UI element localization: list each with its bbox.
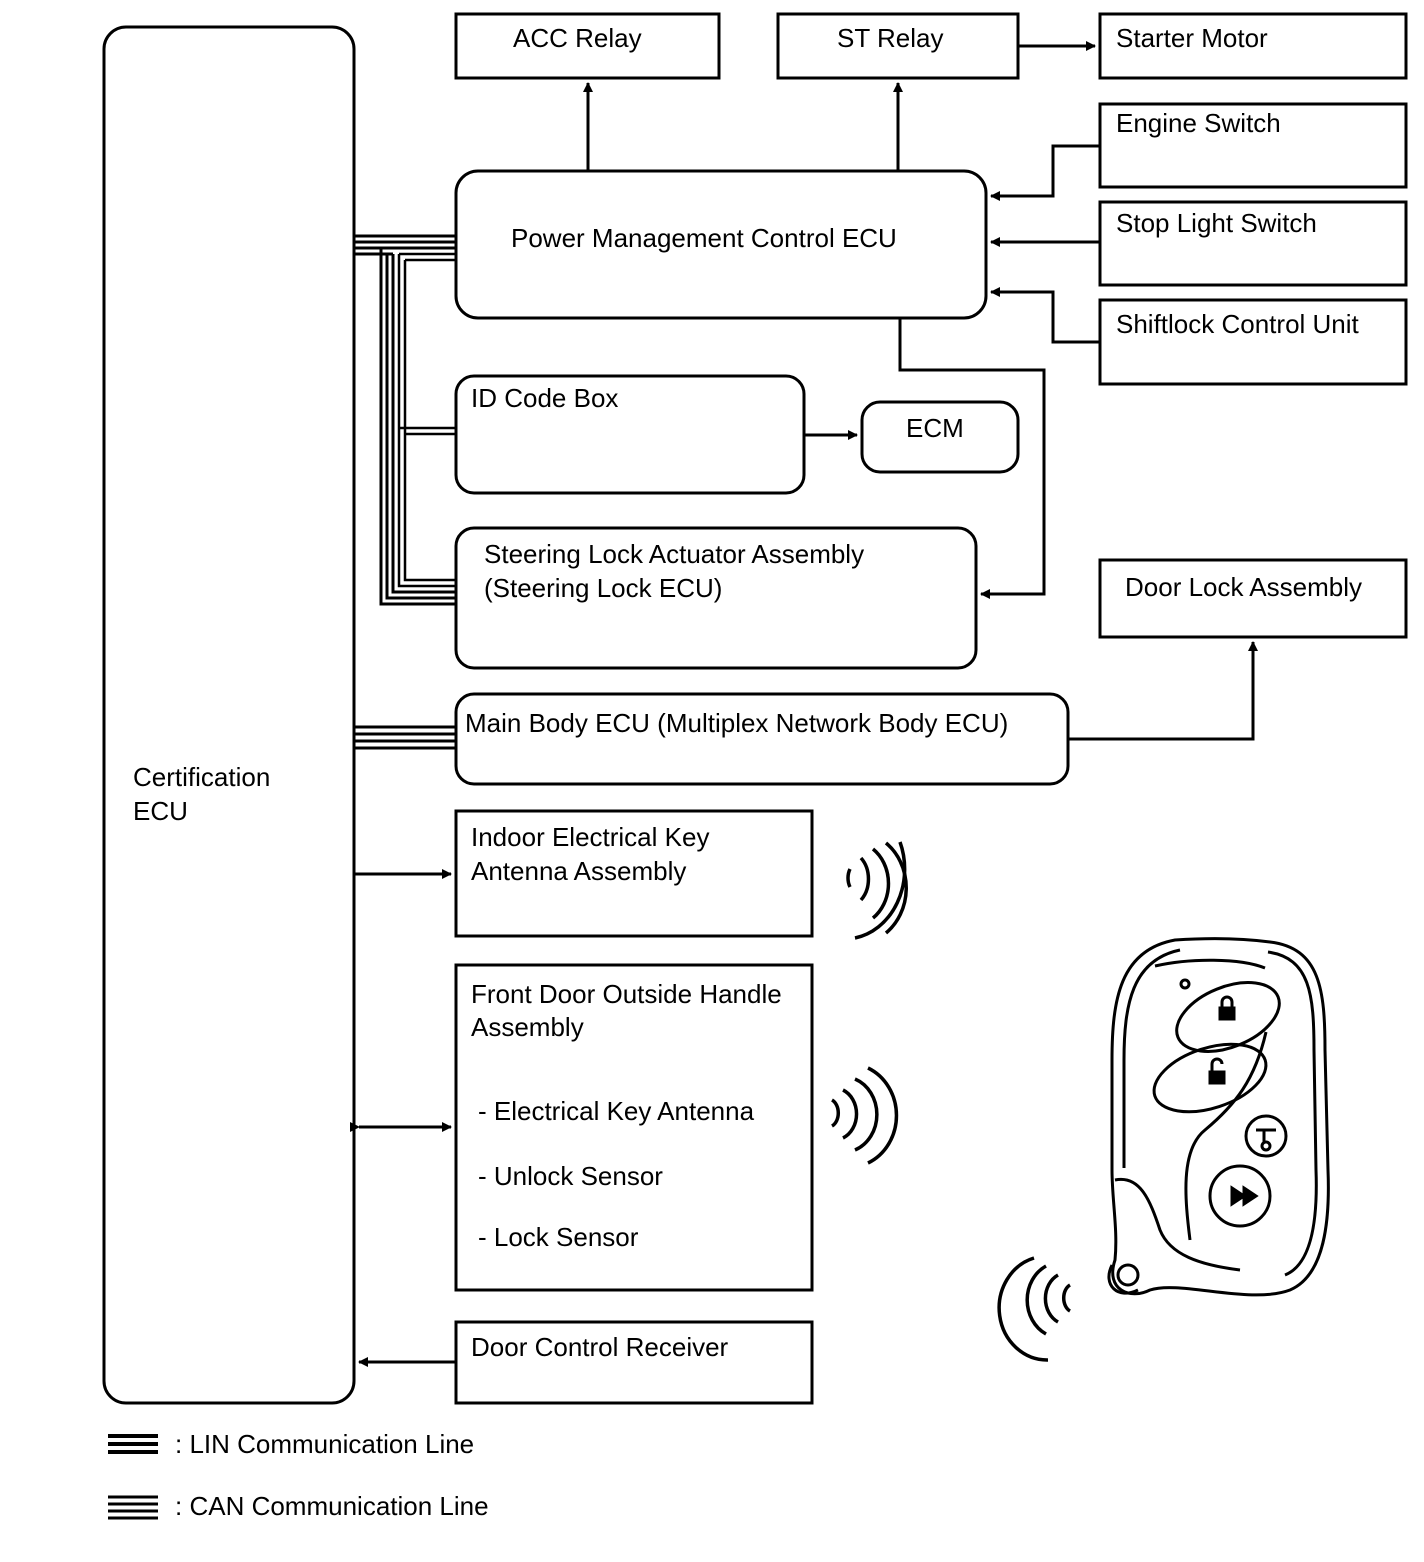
steering-lock-label-line1: Steering Lock Actuator Assembly xyxy=(484,539,864,569)
st-relay-label: ST Relay xyxy=(837,23,943,53)
ecm-box: ECM xyxy=(860,400,1020,474)
pm-to-steering-lock-arrow xyxy=(898,318,1046,599)
steering-lock-label-line2: (Steering Lock ECU) xyxy=(484,573,722,603)
stop-light-switch-label: Stop Light Switch xyxy=(1116,208,1317,238)
key-fob-waves-icon xyxy=(997,1256,1072,1362)
shiftlock-control-unit-label: Shiftlock Control Unit xyxy=(1116,309,1360,339)
engine-switch-box: Engine Switch xyxy=(1098,102,1408,189)
lin-bus-lines xyxy=(354,234,456,606)
connection-lines xyxy=(350,41,1258,1367)
front-door-handle-box: Front Door Outside Handle Assembly - Ele… xyxy=(454,963,814,1292)
front-door-item-lock-sensor: - Lock Sensor xyxy=(478,1222,639,1252)
main-body-ecu-box: Main Body ECU (Multiplex Network Body EC… xyxy=(454,692,1070,786)
legend: : LIN Communication Line : CAN Communica… xyxy=(108,1429,489,1521)
certification-ecu: Certification ECU xyxy=(102,25,356,1405)
acc-relay-box: ACC Relay xyxy=(454,12,721,80)
indoor-key-antenna-box: Indoor Electrical Key Antenna Assembly xyxy=(454,809,814,938)
steering-lock-box: Steering Lock Actuator Assembly (Steerin… xyxy=(454,526,978,670)
lin-legend-label: : LIN Communication Line xyxy=(175,1429,474,1459)
lin-legend-symbol xyxy=(108,1434,158,1454)
can-legend-symbol xyxy=(108,1495,158,1520)
starter-motor-label: Starter Motor xyxy=(1116,23,1268,53)
stop-light-switch-box: Stop Light Switch xyxy=(1098,200,1408,287)
certification-ecu-label-line1: Certification xyxy=(133,762,270,792)
front-door-waves-icon xyxy=(830,1066,899,1165)
st-relay-box: ST Relay xyxy=(776,12,1020,80)
engine-switch-label: Engine Switch xyxy=(1116,108,1281,138)
door-control-receiver-box: Door Control Receiver xyxy=(454,1320,814,1405)
indoor-key-antenna-label-line2: Antenna Assembly xyxy=(471,856,686,886)
can-bus-lines xyxy=(397,252,456,588)
engine-switch-to-pm-arrow xyxy=(990,144,1100,201)
starter-motor-box: Starter Motor xyxy=(1098,12,1408,80)
main-body-bus-lines xyxy=(354,725,456,750)
id-code-box: ID Code Box xyxy=(454,374,806,495)
can-legend-label: : CAN Communication Line xyxy=(175,1491,489,1521)
id-code-box-label: ID Code Box xyxy=(471,383,618,413)
power-management-ecu-box: Power Management Control ECU xyxy=(454,169,988,320)
shiftlock-control-unit-box: Shiftlock Control Unit xyxy=(1098,298,1408,386)
certification-ecu-label-line2: ECU xyxy=(133,796,188,826)
front-door-handle-label-line1: Front Door Outside Handle xyxy=(471,979,782,1009)
indoor-antenna-waves-icon xyxy=(846,841,908,940)
indoor-key-antenna-label-line1: Indoor Electrical Key xyxy=(471,822,709,852)
door-control-receiver-label: Door Control Receiver xyxy=(471,1332,729,1362)
front-door-item-unlock-sensor: - Unlock Sensor xyxy=(478,1161,663,1191)
power-management-ecu-label: Power Management Control ECU xyxy=(511,223,897,253)
front-door-item-key-antenna: - Electrical Key Antenna xyxy=(478,1096,755,1126)
ecm-label: ECM xyxy=(906,413,964,443)
smart-key-fob-icon xyxy=(1107,937,1330,1297)
main-body-ecu-label: Main Body ECU (Multiplex Network Body EC… xyxy=(465,708,1008,738)
acc-relay-label: ACC Relay xyxy=(513,23,642,53)
door-lock-assembly-box: Door Lock Assembly xyxy=(1098,558,1408,639)
main-body-to-door-lock-arrow xyxy=(1068,641,1258,741)
door-lock-assembly-label: Door Lock Assembly xyxy=(1125,572,1362,602)
shiftlock-to-pm-arrow xyxy=(990,287,1100,344)
front-door-handle-label-line2: Assembly xyxy=(471,1012,584,1042)
